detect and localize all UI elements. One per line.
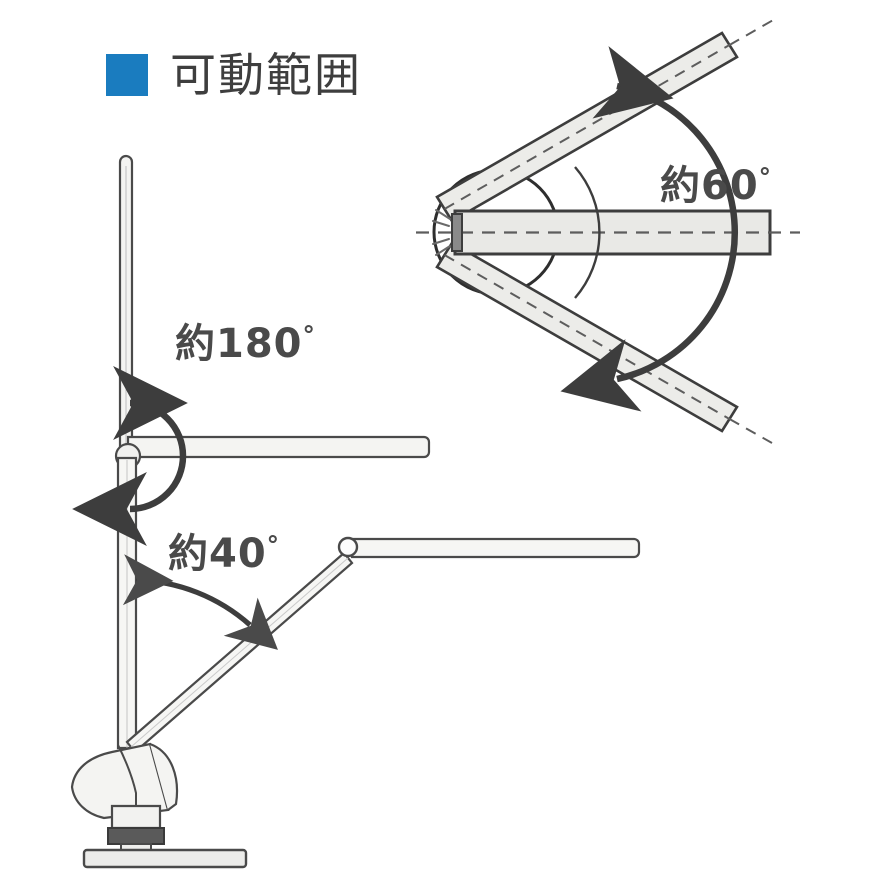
label-head-pivot: 約60° <box>660 153 771 211</box>
head-pivot-arc-arrow <box>560 46 739 412</box>
head-arm-neutral <box>416 209 800 256</box>
heading-swatch-icon <box>106 54 148 96</box>
label-head-pivot-degree: ° <box>758 162 772 192</box>
head-pivot-detail <box>416 18 800 444</box>
label-arm-tilt-value: 約40 <box>168 531 267 577</box>
label-vertical-rotation: 約180° <box>175 311 315 369</box>
label-vertical-rotation-degree: ° <box>302 320 315 350</box>
post-rotation-arc-arrow <box>72 365 188 547</box>
lamp-lower-post <box>116 456 138 750</box>
lamp-head-arm <box>350 537 641 559</box>
lamp-elbow-joint <box>337 536 359 558</box>
head-pivot-inner-arc <box>574 166 601 299</box>
lamp-base-assembly <box>70 742 248 869</box>
label-arm-tilt-degree: ° <box>266 530 280 560</box>
arm-tilt-arc-arrow <box>122 554 278 650</box>
heading-title: 可動範囲 <box>170 48 362 102</box>
label-vertical-rotation-value: 約180 <box>175 321 303 367</box>
lamp-arm-horizontal <box>126 435 431 459</box>
base-plate <box>82 848 248 869</box>
label-arm-tilt: 約40° <box>168 521 279 579</box>
section-heading: 可動範囲 <box>106 52 362 98</box>
head-arm-down <box>435 241 773 444</box>
base-collar <box>107 827 165 845</box>
label-head-pivot-value: 約60 <box>660 163 759 209</box>
pivot-point-marker <box>432 209 463 256</box>
